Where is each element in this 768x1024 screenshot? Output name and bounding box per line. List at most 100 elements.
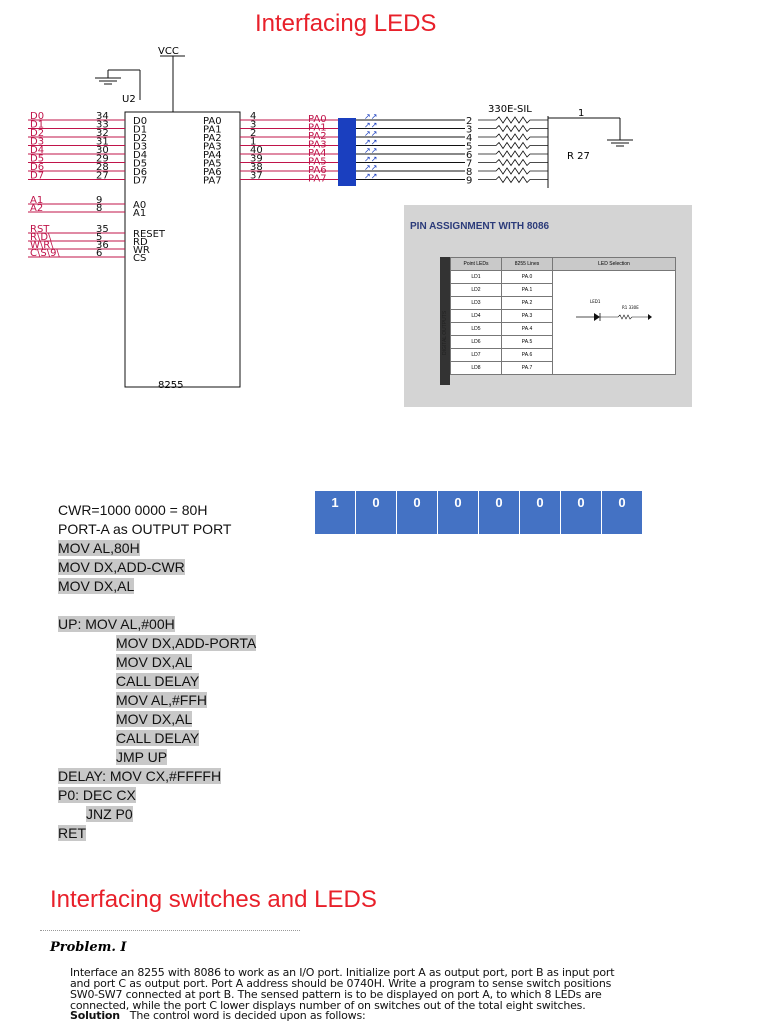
code-line: MOV DX,AL bbox=[116, 654, 193, 670]
resistor-pin-number: 7 bbox=[466, 159, 472, 170]
pin-table-cell: PA.7 bbox=[501, 361, 553, 375]
led-arrow-icon: ↗↗ bbox=[364, 138, 377, 147]
led-arrow-icon: ↗↗ bbox=[364, 129, 377, 138]
port-pin-number: 1 bbox=[250, 137, 256, 148]
problem-line: Interface an 8255 with 8086 to work as a… bbox=[70, 966, 615, 979]
led-array bbox=[338, 118, 356, 186]
solution-text: The control word is decided upon as foll… bbox=[129, 1009, 366, 1022]
code-line: MOV AL,#FFH bbox=[116, 692, 208, 708]
addr-net-label: A1 bbox=[30, 195, 43, 206]
addr-pin-label: A1 bbox=[133, 208, 146, 219]
led-selection-cell bbox=[552, 270, 676, 375]
port-pin-number: 4 bbox=[250, 111, 256, 122]
data-pin-number: 32 bbox=[96, 128, 109, 139]
resistor-pin-number: 8 bbox=[466, 167, 472, 178]
problem-line: SW0-SW7 connected at port B. The sensed … bbox=[70, 988, 602, 1001]
ctrl-pin-number: 36 bbox=[96, 240, 109, 251]
bit-cell: 0 bbox=[601, 490, 643, 535]
pin-table-cell: PA.1 bbox=[501, 283, 553, 297]
addr-net-label: A2 bbox=[30, 203, 43, 214]
problem-line: and port C as output port. Port A addres… bbox=[70, 977, 612, 990]
data-pin-number: 28 bbox=[96, 162, 109, 173]
resistor-pin-number: 6 bbox=[466, 150, 472, 161]
ctrl-pin-label: RESET bbox=[133, 229, 166, 240]
resistor-symbol bbox=[478, 175, 548, 184]
data-net-label: D6 bbox=[30, 162, 44, 173]
bit-cell: 0 bbox=[560, 490, 602, 535]
port-pin-label: PA5 bbox=[203, 159, 222, 170]
pin-table-cell: LD5 bbox=[450, 322, 502, 336]
resistor-pin-number: 3 bbox=[466, 125, 472, 136]
pin-table-cell: PA.0 bbox=[501, 270, 553, 284]
pin-table-cell: PA.4 bbox=[501, 322, 553, 336]
data-pin-label: D6 bbox=[133, 167, 147, 178]
resistor-symbol bbox=[478, 167, 548, 175]
led-arrow-icon: ↗↗ bbox=[364, 112, 377, 121]
data-net-label: D2 bbox=[30, 128, 44, 139]
pin-table-cell: PA.3 bbox=[501, 309, 553, 323]
code-line: MOV AL,80H bbox=[58, 540, 140, 556]
resistor-label: 330E-SIL bbox=[488, 104, 532, 115]
pin-table-cell: LD7 bbox=[450, 348, 502, 362]
port-pin-label: PA0 bbox=[203, 116, 222, 127]
code-line: MOV DX,AL bbox=[58, 578, 135, 594]
problem-line: connected, while the port C lower displa… bbox=[70, 999, 586, 1012]
ctrl-pin-label: RD bbox=[133, 237, 148, 248]
code-line: CALL DELAY bbox=[116, 673, 200, 689]
pin-table-cell: LD8 bbox=[450, 361, 502, 375]
code-line: MOV DX,ADD-CWR bbox=[58, 559, 185, 575]
port-pin-label: PA6 bbox=[203, 167, 222, 178]
pin-table-cell: PA.5 bbox=[501, 335, 553, 349]
led-arrow-icon: ↗↗ bbox=[364, 172, 377, 181]
ctrl-pin-number: 5 bbox=[96, 232, 102, 243]
port-net-label: PA0 bbox=[308, 114, 327, 125]
pin-table-cell: PA.6 bbox=[501, 348, 553, 362]
problem-body: Interface an 8255 with 8086 to work as a… bbox=[70, 967, 750, 1011]
port-pin-number: 39 bbox=[250, 154, 263, 165]
solution-label: Solution bbox=[70, 1009, 120, 1022]
pin-table-cell: LD4 bbox=[450, 309, 502, 323]
problem-text: Problem. I Interface an 8255 with 8086 t… bbox=[40, 930, 760, 1024]
port-net-label: PA6 bbox=[308, 165, 327, 176]
resistor-pin-number: 5 bbox=[466, 142, 472, 153]
port-net-label: PA4 bbox=[308, 148, 327, 159]
port-pin-label: PA1 bbox=[203, 125, 222, 136]
data-pin-label: D7 bbox=[133, 176, 147, 187]
res-label: R1 330E bbox=[622, 305, 639, 310]
addr-pin-number: 8 bbox=[96, 203, 102, 214]
data-pin-label: D2 bbox=[133, 133, 147, 144]
data-net-label: D1 bbox=[30, 120, 44, 131]
side-bar bbox=[440, 257, 450, 385]
ctrl-net-label: R\D\ bbox=[30, 232, 52, 243]
resistor-symbol bbox=[478, 124, 548, 133]
led-arrow-icon: ↗↗ bbox=[364, 121, 377, 130]
code-line: JMP UP bbox=[116, 749, 168, 765]
port-pin-number: 38 bbox=[250, 162, 263, 173]
data-net-label: D4 bbox=[30, 145, 44, 156]
led-label: LED1 bbox=[590, 299, 601, 304]
code-line: UP: MOV AL,#00H bbox=[58, 616, 175, 632]
code-line: DELAY: MOV CX,#FFFFH bbox=[58, 768, 222, 784]
port-pin-number: 40 bbox=[250, 145, 263, 156]
led-arrow-icon: ↗↗ bbox=[364, 155, 377, 164]
resistor-symbol bbox=[478, 133, 548, 141]
resistor-symbol bbox=[478, 158, 548, 167]
port-pin-label: PA2 bbox=[203, 133, 222, 144]
bit-cell: 0 bbox=[519, 490, 561, 535]
data-pin-number: 27 bbox=[96, 171, 109, 182]
pin-table-cell: PA.2 bbox=[501, 296, 553, 310]
port-pin-number: 37 bbox=[250, 171, 263, 182]
addr-pin-label: A0 bbox=[133, 200, 146, 211]
data-pin-label: D3 bbox=[133, 142, 147, 153]
pin-table-cell: LD6 bbox=[450, 335, 502, 349]
data-pin-number: 30 bbox=[96, 145, 109, 156]
data-net-label: D7 bbox=[30, 171, 44, 182]
u2-label: U2 bbox=[122, 94, 136, 105]
addr-pin-number: 9 bbox=[96, 195, 102, 206]
resistor-pin-number: 9 bbox=[466, 176, 472, 187]
ctrl-pin-label: CS bbox=[133, 253, 146, 264]
